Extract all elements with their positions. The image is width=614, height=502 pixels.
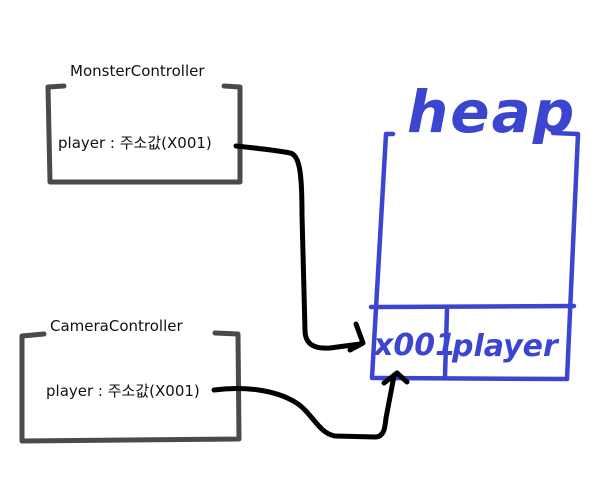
camera-controller-box [19,330,242,444]
camera-controller-title: CameraController [50,317,183,335]
heap-cell-address: x001 [372,328,456,363]
arrow-head [381,370,410,386]
monster-reference-arrow [233,143,366,353]
heap-title: heap [407,78,576,146]
heap-cell-object: player [451,329,560,364]
heap-box [368,130,581,382]
monster-controller-box [45,83,243,185]
camera-reference-arrow [211,370,410,440]
monster-controller-player-field: player : 주소값(X001) [58,134,212,152]
monster-controller-title: MonsterController [70,62,205,80]
heap-cell-divider-horizontal [368,303,577,310]
heap-cell-divider-vertical [442,307,450,379]
camera-controller-player-field: player : 주소값(X001) [46,382,200,400]
arrow-head [347,321,366,353]
